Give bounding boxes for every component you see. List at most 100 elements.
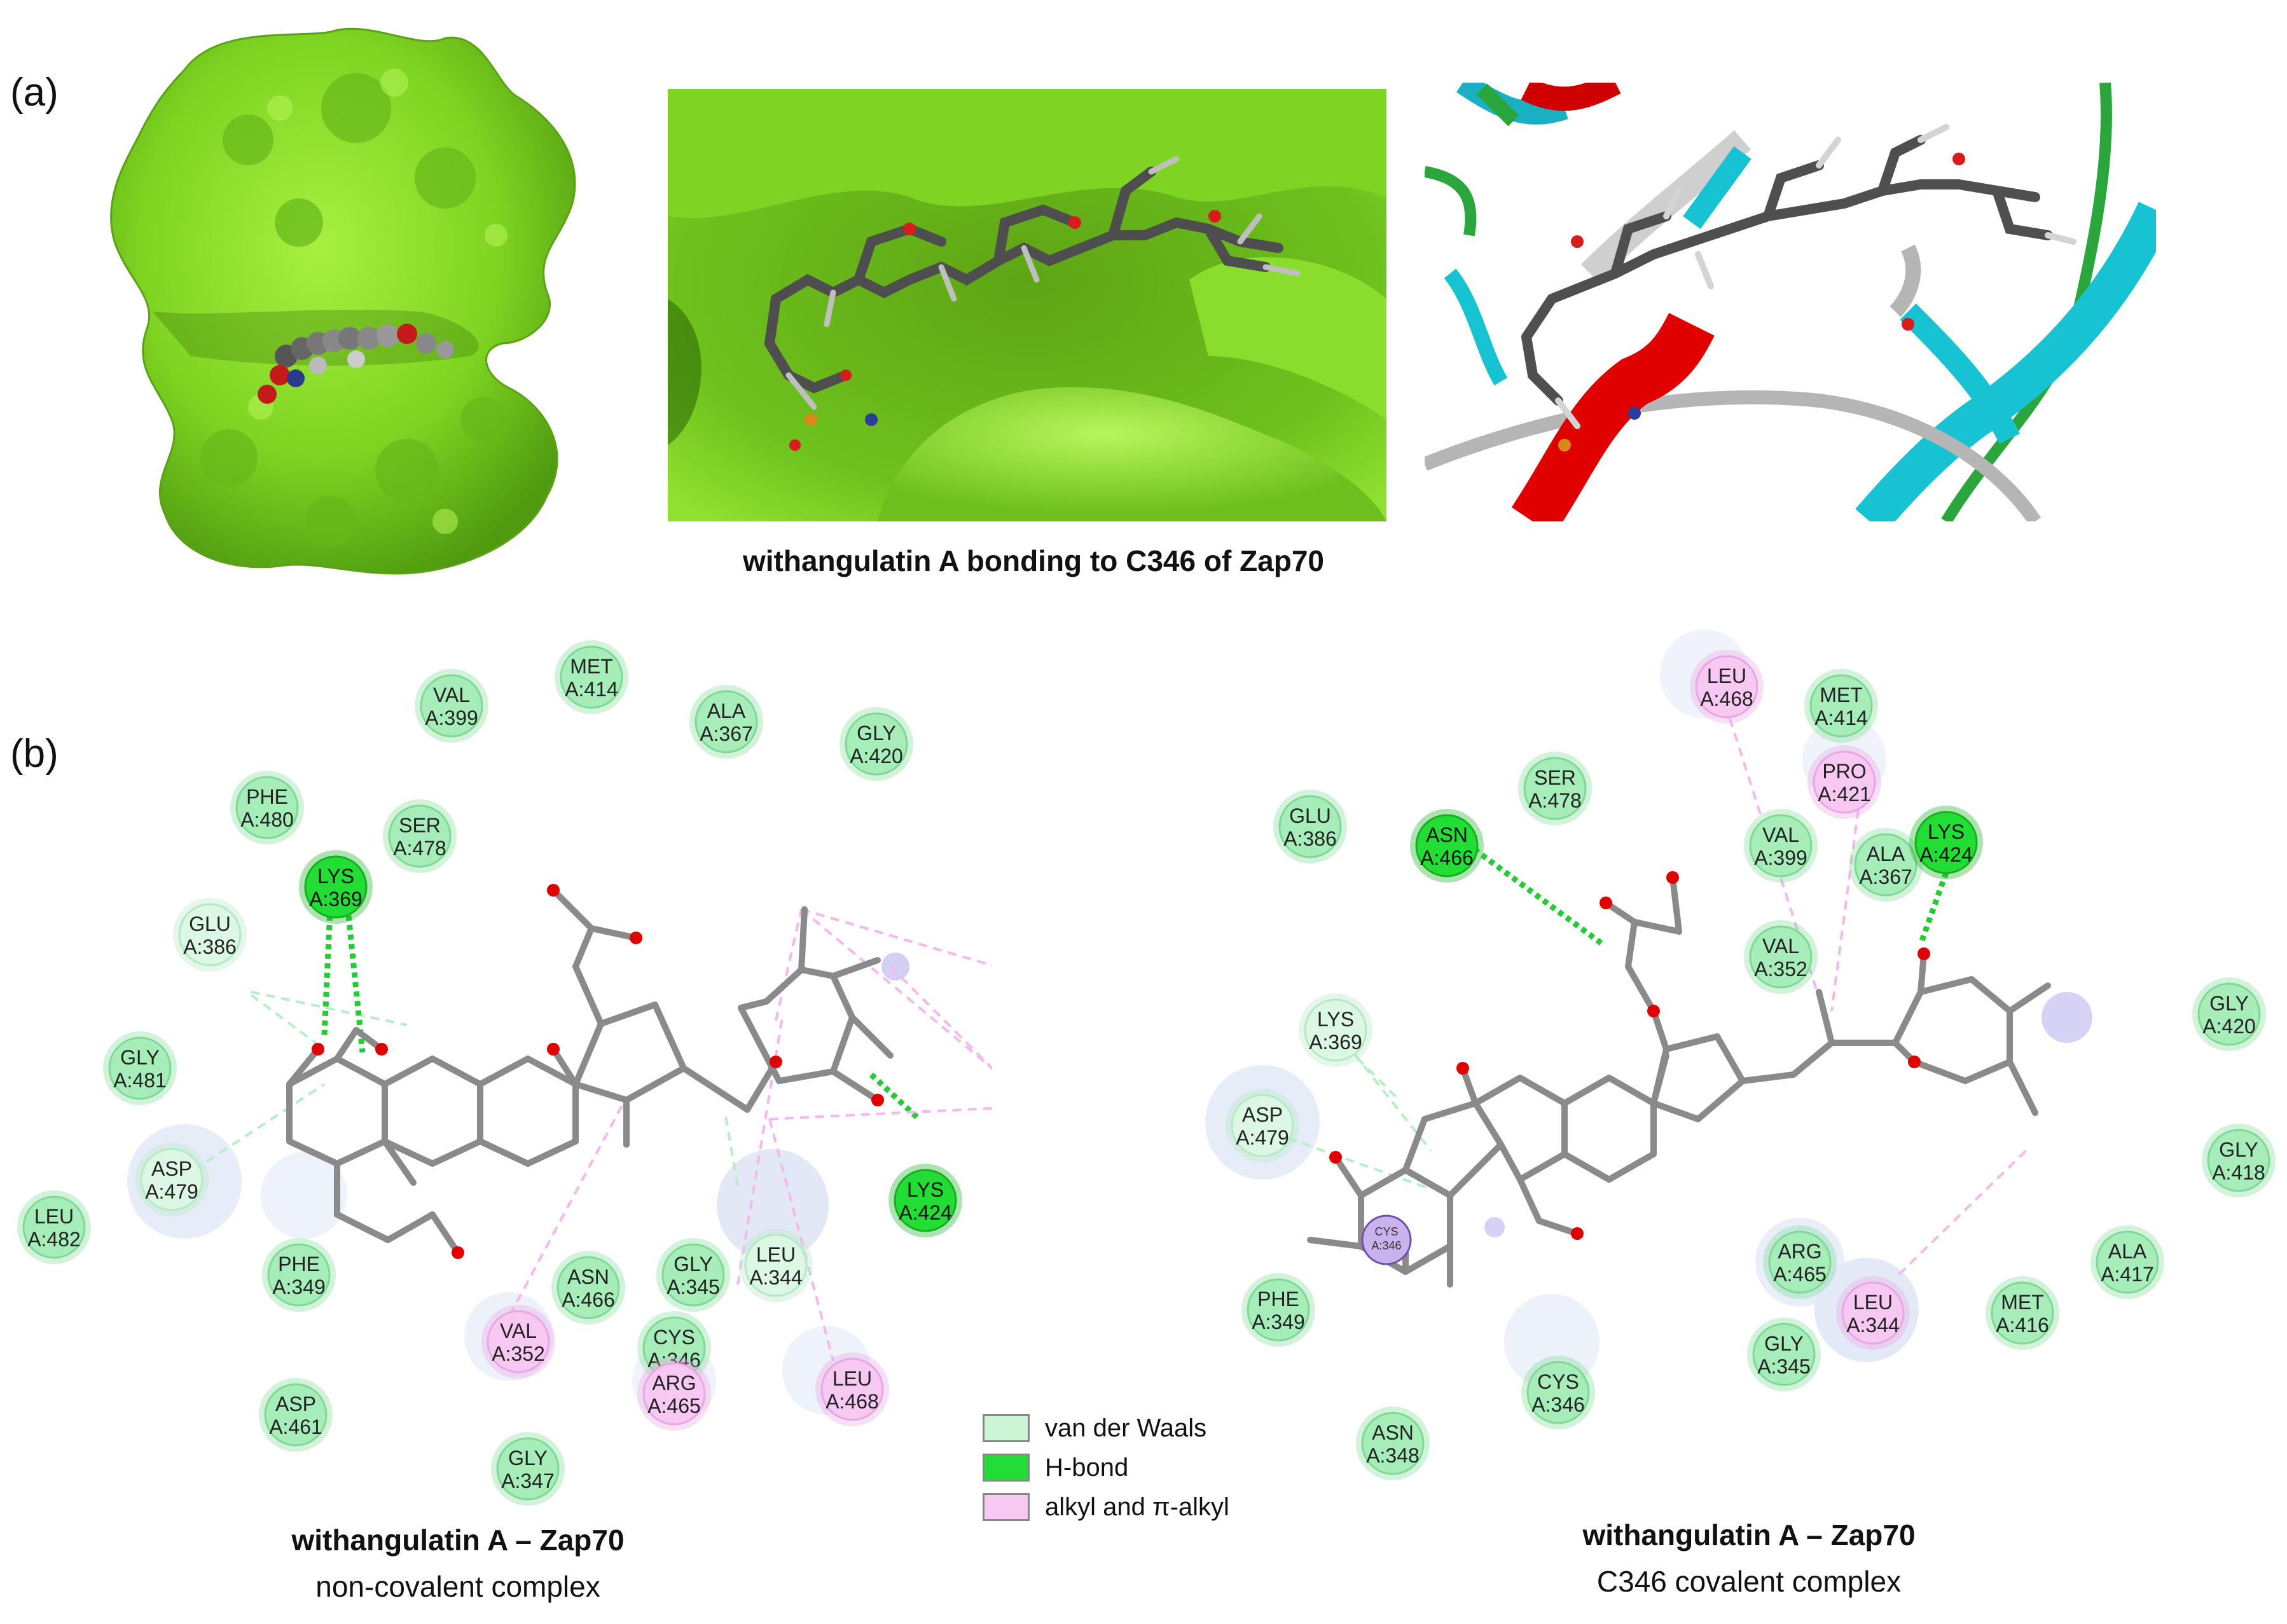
residue-id: A:345 (1757, 1355, 1811, 1378)
residue-disc (1991, 1281, 2054, 1345)
residue-id: A:347 (501, 1469, 555, 1492)
residue-disc (556, 1256, 620, 1319)
residue-disc (1813, 750, 1876, 814)
panel-letter-a: (a) (10, 71, 59, 114)
residue-name: GLU (1289, 804, 1331, 827)
residue-id: A:345 (667, 1276, 720, 1298)
left-alkyl-lines (501, 908, 992, 1361)
residue-name: ASN (1426, 823, 1468, 846)
residue-name: LYS (1928, 820, 1965, 843)
residue-disc (694, 690, 758, 754)
residue-disc (1841, 1281, 1905, 1345)
left-diagram-title: withangulatin A – Zap70 (291, 1524, 625, 1557)
residue-disc (1526, 1361, 1590, 1424)
residue-id: A:479 (1236, 1126, 1289, 1149)
residue-name: CYS (653, 1326, 695, 1349)
residue-id: A:424 (1919, 843, 1973, 866)
residue-name: MET (2001, 1291, 2044, 1314)
residue-name: LEU (833, 1367, 872, 1390)
residue-name: GLY (1764, 1332, 1804, 1355)
residue-id: A:466 (1420, 846, 1474, 869)
residue-id: A:386 (183, 935, 237, 958)
residue-disc (1695, 655, 1758, 719)
residue-name: LEU (34, 1205, 74, 1228)
residue-disc (304, 855, 368, 919)
residue-id: A:424 (899, 1201, 952, 1224)
residue-id: A:352 (1754, 958, 1807, 981)
residue-disc (264, 1383, 328, 1447)
residue-name: PHE (246, 785, 288, 808)
residue-id: A:414 (1814, 706, 1868, 729)
residue-disc (560, 645, 623, 709)
residue-id: A:417 (2101, 1263, 2154, 1286)
residue-disc (420, 674, 483, 738)
residue-name: VAL (500, 1319, 537, 1342)
residue-disc (1914, 811, 1978, 874)
residue-id: A:481 (113, 1069, 167, 1092)
residue-id: A:482 (27, 1228, 81, 1251)
residue-name: ARG (1778, 1240, 1821, 1263)
residue-id: A:478 (1528, 789, 1582, 812)
legend-item-alkyl: alkyl and π-alkyl (983, 1487, 1229, 1527)
residue-name: SER (399, 814, 441, 837)
residue-id: A:352 (492, 1342, 545, 1365)
residue-id: A:344 (749, 1266, 803, 1289)
residue-id: A:367 (700, 722, 753, 745)
residue-name: MET (1820, 684, 1863, 706)
residue-name: PHE (1257, 1288, 1299, 1311)
residue-id: A:421 (1818, 783, 1871, 806)
residue-id: A:399 (425, 706, 478, 729)
residue-disc (744, 1234, 808, 1297)
residue-name: LYS (1317, 1008, 1354, 1031)
residue-name: PRO (1822, 760, 1866, 783)
residue-disc (661, 1243, 725, 1307)
residue-disc (820, 1358, 884, 1421)
residue-disc (1361, 1412, 1425, 1475)
residue-disc (22, 1195, 86, 1259)
residue-name: LEU (1707, 664, 1746, 687)
residue-disc (2096, 1230, 2159, 1294)
right-ligand (1307, 874, 2051, 1288)
legend-item-vdw: van der Waals (983, 1408, 1229, 1448)
residue-name: VAL (433, 684, 470, 706)
left-hbond-lines (321, 896, 922, 1122)
left-ligand (286, 887, 894, 1256)
right-vdw-lines (1287, 1029, 1432, 1190)
residue-id: A:418 (2212, 1161, 2265, 1184)
residue-disc (1231, 1094, 1294, 1157)
cys-marker-label-bottom: A:346 (1371, 1239, 1401, 1252)
residue-name: VAL (1762, 823, 1799, 846)
residue-name: LYS (317, 865, 354, 888)
residue-name: ASP (151, 1157, 192, 1180)
residue-disc (140, 1148, 204, 1211)
residue-id: A:479 (145, 1180, 198, 1203)
residue-id: A:420 (850, 745, 903, 767)
residue-name: ASN (567, 1265, 609, 1288)
residue-disc (1523, 757, 1587, 820)
residue-disc (496, 1437, 560, 1501)
right-oxygens (1329, 871, 1930, 1240)
residue-id: A:465 (1773, 1263, 1827, 1286)
residue-disc (1749, 814, 1813, 877)
residue-id: A:461 (269, 1415, 322, 1438)
